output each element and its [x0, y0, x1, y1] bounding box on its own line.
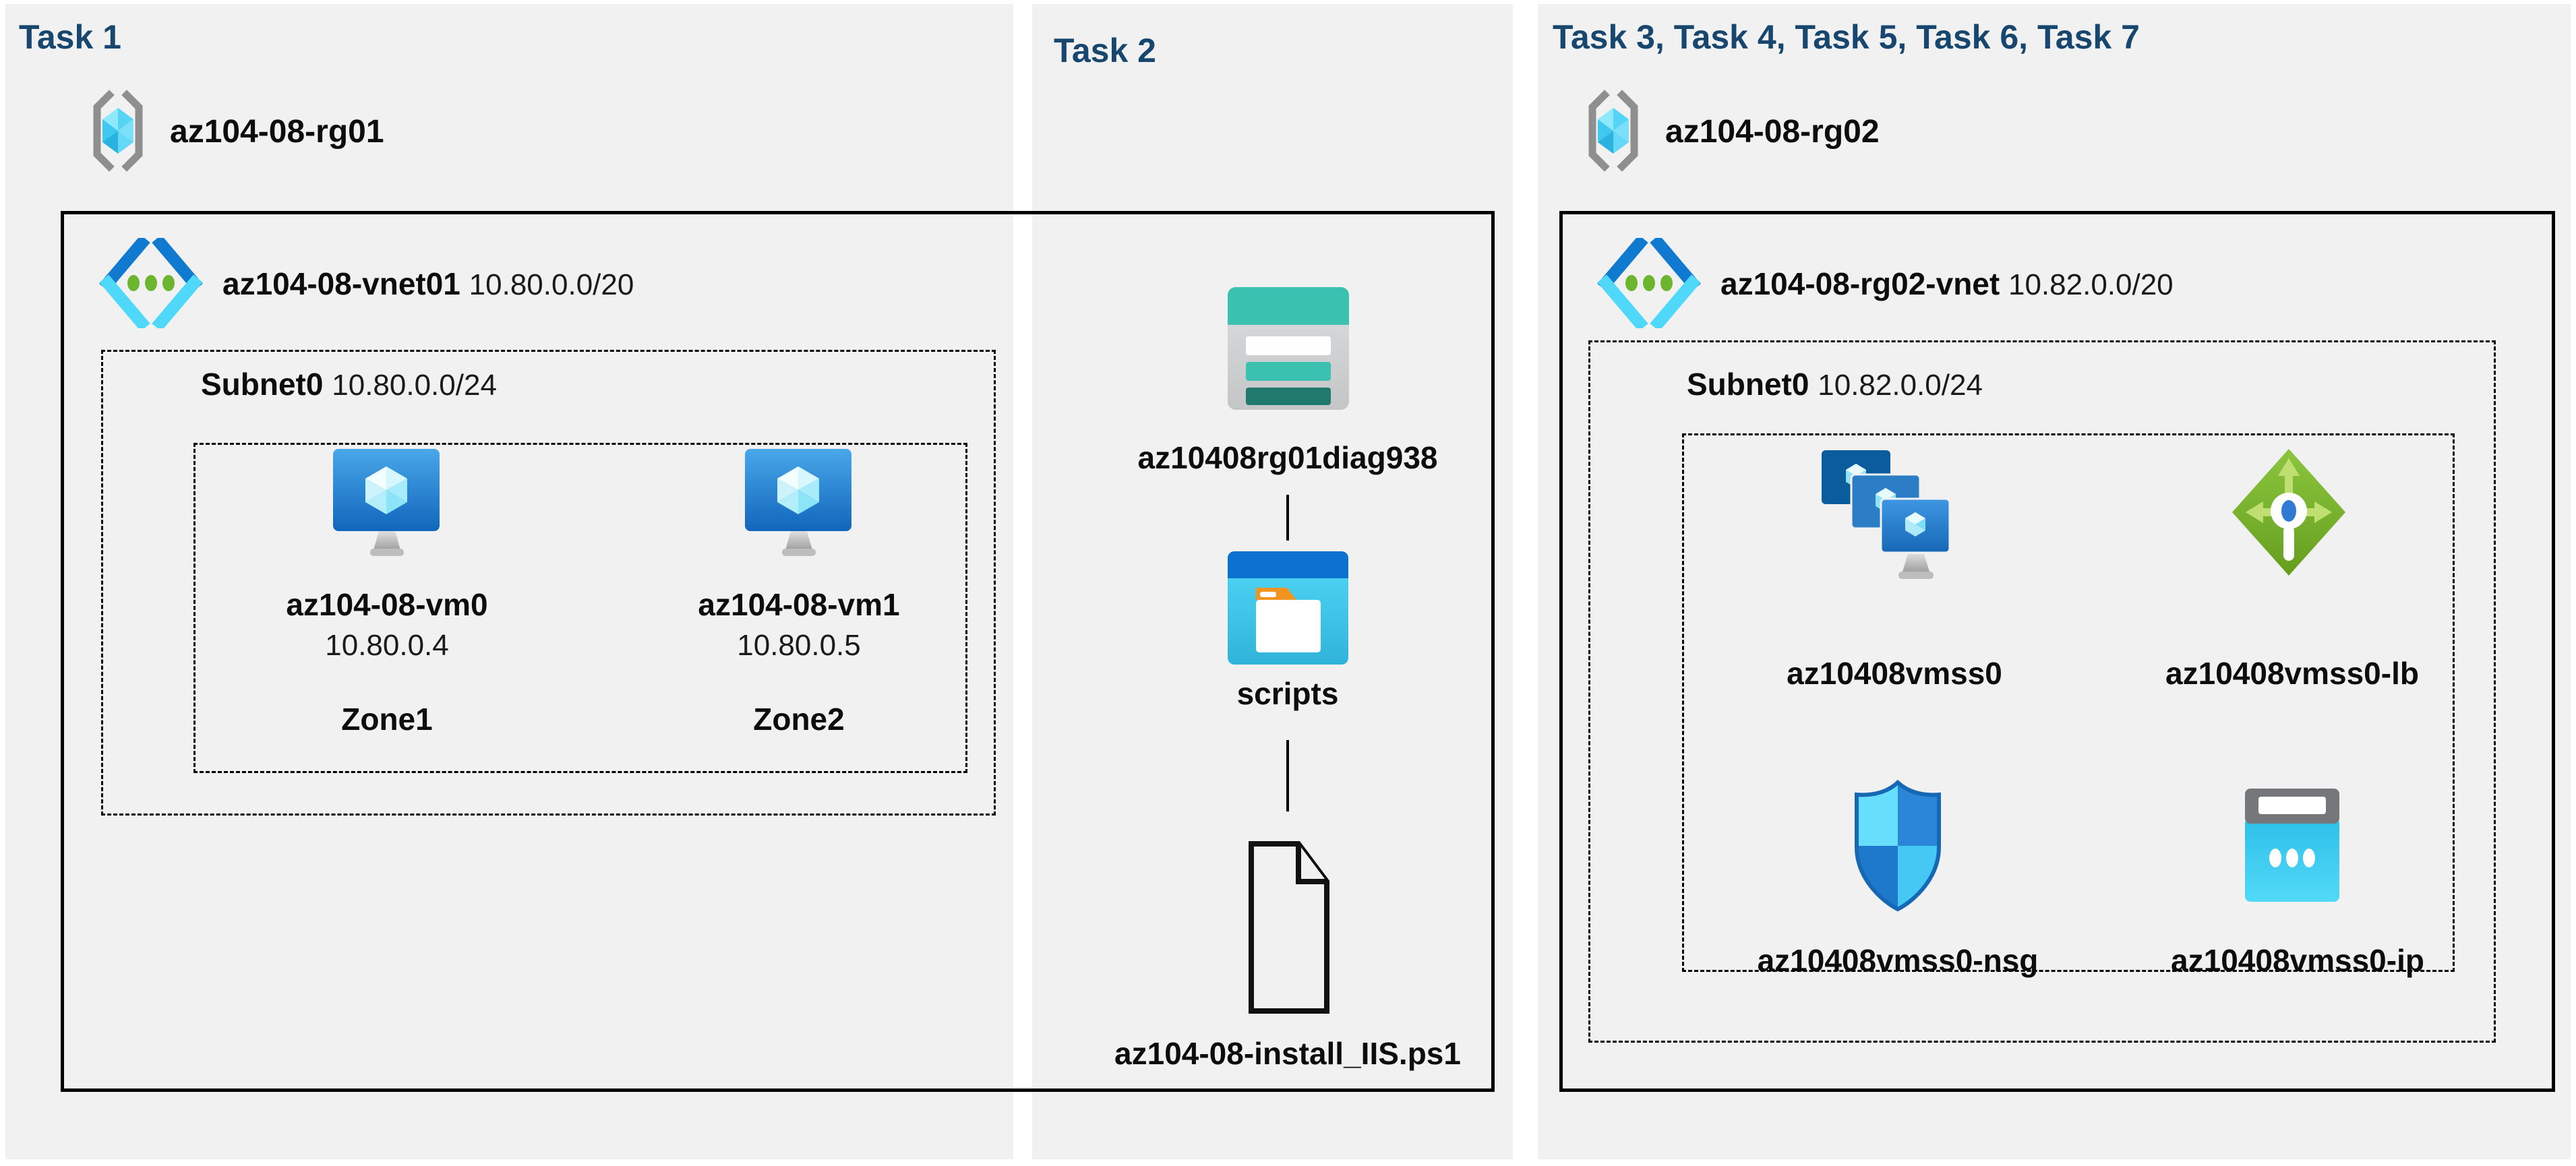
resource-name: az10408vmss0-nsg — [1757, 943, 2039, 978]
subnet-label: Subnet0 10.80.0.0/24 — [201, 366, 497, 402]
subnet-cidr: 10.82.0.0/24 — [1818, 369, 1983, 402]
task3-subnet-box — [1588, 340, 2496, 1043]
vm-ip: 10.80.0.4 — [325, 629, 449, 662]
task1-header: Task 1 — [19, 18, 121, 56]
resource-name: az10408vmss0-lb — [2165, 656, 2419, 691]
vm-zone: Zone1 — [341, 702, 433, 737]
virtual-network-icon — [98, 235, 204, 332]
task2-header: Task 2 — [1054, 32, 1156, 69]
virtual-network-icon — [1596, 235, 1702, 332]
subnet-name: Subnet0 — [201, 367, 324, 402]
subnet-name: Subnet0 — [1687, 367, 1809, 402]
public-ip-icon — [2238, 787, 2346, 909]
task3-resources-box — [1682, 433, 2455, 972]
container-name: scripts — [1236, 676, 1339, 711]
resource-name: az10408vmss0-ip — [2171, 943, 2424, 978]
resource-group-icon — [1584, 90, 1642, 175]
task1-vnet-box — [61, 211, 1495, 1092]
task1-panel — [5, 4, 1013, 1159]
vnet-name: az104-08-vnet01 — [222, 266, 460, 301]
load-balancer-icon — [2228, 445, 2349, 583]
storage-account-name: az10408rg01diag938 — [1137, 440, 1438, 475]
task3-panel — [1538, 4, 2571, 1159]
file-name: az104-08-install_IIS.ps1 — [1114, 1036, 1461, 1071]
vm-ip: 10.80.0.5 — [737, 629, 861, 662]
task1-subnet-box — [101, 350, 996, 816]
storage-account-icon — [1226, 285, 1351, 415]
vnet-label: az104-08-vnet01 10.80.0.0/20 — [222, 266, 634, 302]
vm-scale-set-icon — [1820, 449, 1955, 611]
vnet-cidr: 10.80.0.0/20 — [469, 268, 634, 301]
resource-group-name: az104-08-rg02 — [1665, 114, 1880, 150]
subnet-cidr: 10.80.0.0/24 — [332, 369, 497, 402]
vnet-name: az104-08-rg02-vnet — [1720, 266, 2000, 301]
vm-name: az104-08-vm1 — [698, 587, 900, 622]
vnet-cidr: 10.82.0.0/20 — [2008, 268, 2174, 301]
task3-header: Task 3, Task 4, Task 5, Task 6, Task 7 — [1553, 18, 2140, 56]
vnet-label: az104-08-rg02-vnet 10.82.0.0/20 — [1720, 266, 2174, 302]
connector-line — [1286, 740, 1289, 811]
resource-group-name: az104-08-rg01 — [170, 114, 384, 150]
task1-zones-box — [193, 443, 967, 773]
virtual-machine-icon — [332, 448, 443, 562]
resource-group-icon — [89, 90, 147, 175]
task3-vnet-box — [1559, 211, 2555, 1092]
vm-zone: Zone2 — [753, 702, 845, 737]
virtual-machine-icon — [744, 448, 855, 562]
file-icon — [1246, 837, 1332, 1021]
network-security-group-icon — [1847, 778, 1948, 917]
vm-name: az104-08-vm0 — [286, 587, 488, 622]
connector-line — [1286, 495, 1289, 541]
subnet-label: Subnet0 10.82.0.0/24 — [1687, 366, 1983, 402]
resource-name: az10408vmss0 — [1787, 656, 2002, 691]
blob-container-icon — [1226, 550, 1350, 669]
